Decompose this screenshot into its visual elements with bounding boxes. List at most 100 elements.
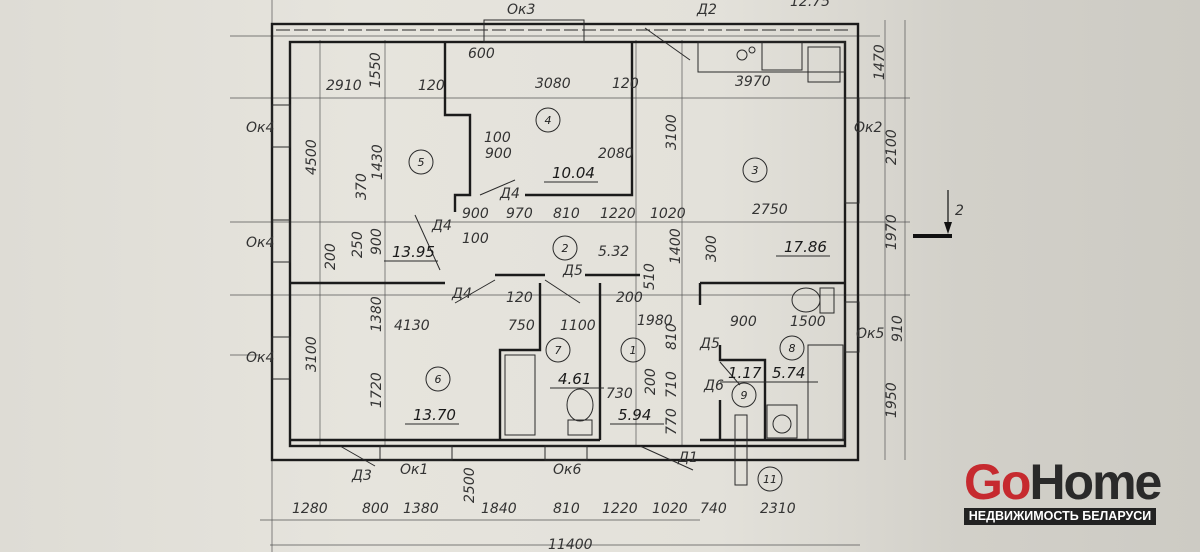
room-number: 8	[789, 342, 796, 355]
room-number-circle	[779, 335, 805, 361]
room-area-label: 13.95	[392, 243, 435, 261]
room-number: 5	[418, 156, 425, 169]
logo-tagline: НЕДВИЖИМОСТЬ БЕЛАРУСИ	[964, 508, 1156, 525]
room-number-markers: 5 4 3 2 7 1 8 9 6 11	[408, 107, 805, 492]
dimension-label: 3080	[535, 76, 571, 92]
logo-go: Go	[964, 454, 1031, 510]
dimension-label: 1550	[368, 52, 384, 88]
dimension-label: 1950	[884, 382, 900, 418]
room-number: 3	[752, 164, 759, 177]
dimension-label: 730	[606, 386, 633, 402]
dimension-label: 2	[955, 203, 964, 219]
dimension-label: 1280	[292, 501, 328, 517]
dimension-label: 1100	[560, 318, 596, 334]
room-number-circle	[757, 466, 783, 492]
dimension-label: 200	[643, 368, 659, 395]
dimension-label: 900	[730, 314, 757, 330]
room-number: 9	[741, 389, 748, 402]
dimension-label: 2100	[884, 129, 900, 165]
dimension-label: 900	[485, 146, 512, 162]
room-number: 4	[545, 114, 552, 127]
dimension-label: Ок1	[400, 462, 428, 478]
dimension-label: 750	[508, 318, 535, 334]
room-number: 1	[630, 344, 637, 357]
dimension-label: Ок3	[507, 2, 535, 18]
room-area-label: 10.04	[552, 164, 595, 182]
dimension-label: 100	[484, 130, 511, 146]
dimension-label: 1220	[602, 501, 638, 517]
grid-lines	[230, 0, 910, 552]
dimension-label: 3970	[735, 74, 771, 90]
dimension-label: 4500	[304, 139, 320, 175]
dimension-label: Д4	[431, 218, 452, 234]
dimension-label: 370	[354, 173, 370, 200]
room-number-circle	[552, 235, 578, 261]
room-number: 7	[555, 344, 562, 357]
bathtub-icon	[807, 344, 844, 441]
dimension-label: 1020	[650, 206, 686, 222]
dimension-label: 11400	[548, 537, 593, 552]
door-swings	[339, 27, 741, 471]
dimension-label: 4130	[394, 318, 430, 334]
room-area-label: 4.61	[558, 370, 591, 388]
dimension-label: 120	[506, 290, 533, 306]
dimension-label: 600	[468, 46, 495, 62]
room-area-label: 5.94	[618, 406, 651, 424]
dimension-label: Д3	[351, 468, 372, 484]
dimension-label: 2310	[760, 501, 796, 517]
dimension-label: 120	[612, 76, 639, 92]
dimension-label: 1840	[481, 501, 517, 517]
dimension-label: 1430	[370, 144, 386, 180]
dimension-label: Д4	[499, 186, 520, 202]
dimension-label: 1380	[403, 501, 439, 517]
dimension-label: 200	[616, 290, 643, 306]
section-marker	[913, 190, 952, 238]
dimension-label: Д4	[451, 286, 472, 302]
dimension-label: 810	[553, 206, 580, 222]
dimension-label: Ок5	[856, 326, 884, 342]
dimension-label: Ок6	[553, 462, 581, 478]
room-number: 2	[562, 242, 569, 255]
washing-machine-icon	[766, 404, 798, 439]
dimension-label: 1500	[790, 314, 826, 330]
dimension-label: 900	[462, 206, 489, 222]
room-number: 6	[435, 373, 442, 386]
dimension-label: 900	[369, 228, 385, 255]
toilet-icon	[566, 388, 594, 422]
dimension-label: Ок4	[246, 350, 274, 366]
dimension-label: 910	[890, 315, 906, 342]
room-number-circle	[425, 366, 451, 392]
room-number-circle	[408, 149, 434, 175]
dimension-label: 5.32	[598, 244, 629, 260]
dimension-label: 100	[462, 231, 489, 247]
dimension-label: 120	[418, 78, 445, 94]
room-area-label: 5.74	[772, 364, 805, 382]
room-number-circle	[545, 337, 571, 363]
dimension-label: 300	[704, 235, 720, 262]
gohome-logo: GoHome НЕДВИЖИМОСТЬ БЕЛАРУСИ	[964, 457, 1162, 525]
toilet-icon	[791, 287, 821, 313]
dimension-label: 770	[664, 408, 680, 435]
room-number: 11	[763, 473, 777, 486]
dimension-label: 970	[506, 206, 533, 222]
dimension-label: 740	[700, 501, 727, 517]
dimension-label: Д5	[562, 263, 583, 279]
dimension-label: 200	[323, 243, 339, 270]
kitchen-fixtures	[697, 41, 846, 83]
dimension-label: 810	[553, 501, 580, 517]
dimension-label: 1020	[652, 501, 688, 517]
dimension-label: 1970	[884, 214, 900, 250]
dimension-label: 2910	[326, 78, 362, 94]
shower-icon	[504, 354, 536, 436]
dimension-label: Д2	[696, 2, 717, 18]
windows	[271, 19, 860, 461]
dimension-label: 1220	[600, 206, 636, 222]
room-area-label: 1.17	[728, 364, 762, 382]
room-number-circle	[731, 382, 757, 408]
dimension-label: 1720	[369, 372, 385, 408]
logo-wordmark: GoHome	[964, 457, 1162, 507]
dimension-label: 1980	[637, 313, 673, 329]
dimension-label: 510	[642, 263, 658, 290]
